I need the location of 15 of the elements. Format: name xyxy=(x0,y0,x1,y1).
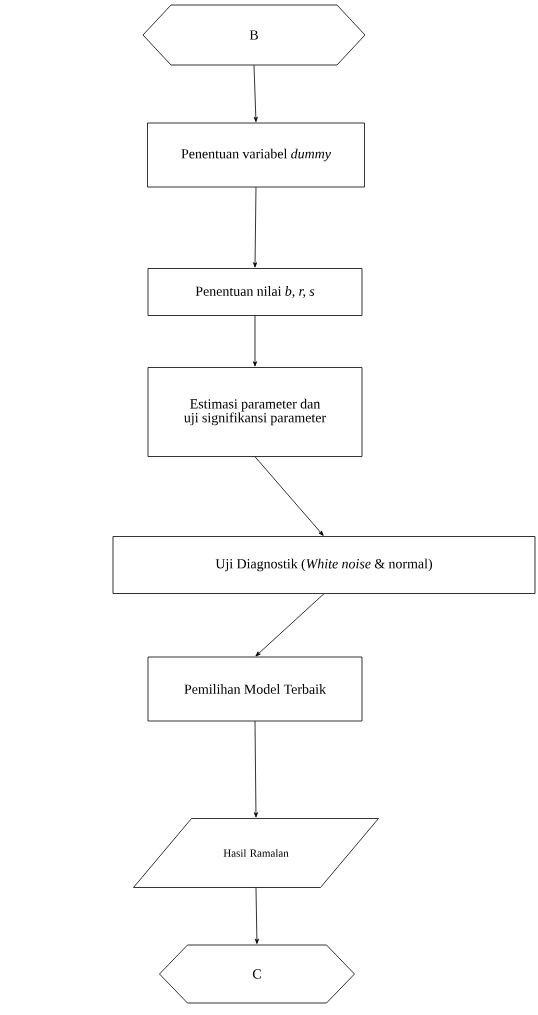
arrow xyxy=(253,720,258,818)
process-box: Pemilihan Model Terbaik xyxy=(147,656,363,722)
process-box: Estimasi parameter dan uji signifikansi parameter xyxy=(147,367,363,457)
hexagon-connector: B xyxy=(142,4,366,66)
arrow xyxy=(253,64,258,123)
process-box: Penentuan variabel dummy xyxy=(147,122,365,188)
arrow xyxy=(254,456,324,536)
arrow xyxy=(253,186,258,268)
arrow xyxy=(253,315,257,367)
process-box: Uji Diagnostik (White noise & normal) xyxy=(112,536,536,594)
output-parallelogram: Hasil Ramalan xyxy=(133,818,379,888)
arrow xyxy=(255,593,325,657)
arrow xyxy=(254,887,259,944)
hexagon-connector: C xyxy=(159,944,355,1004)
process-box: Penentuan nilai b, r, s xyxy=(147,268,363,316)
